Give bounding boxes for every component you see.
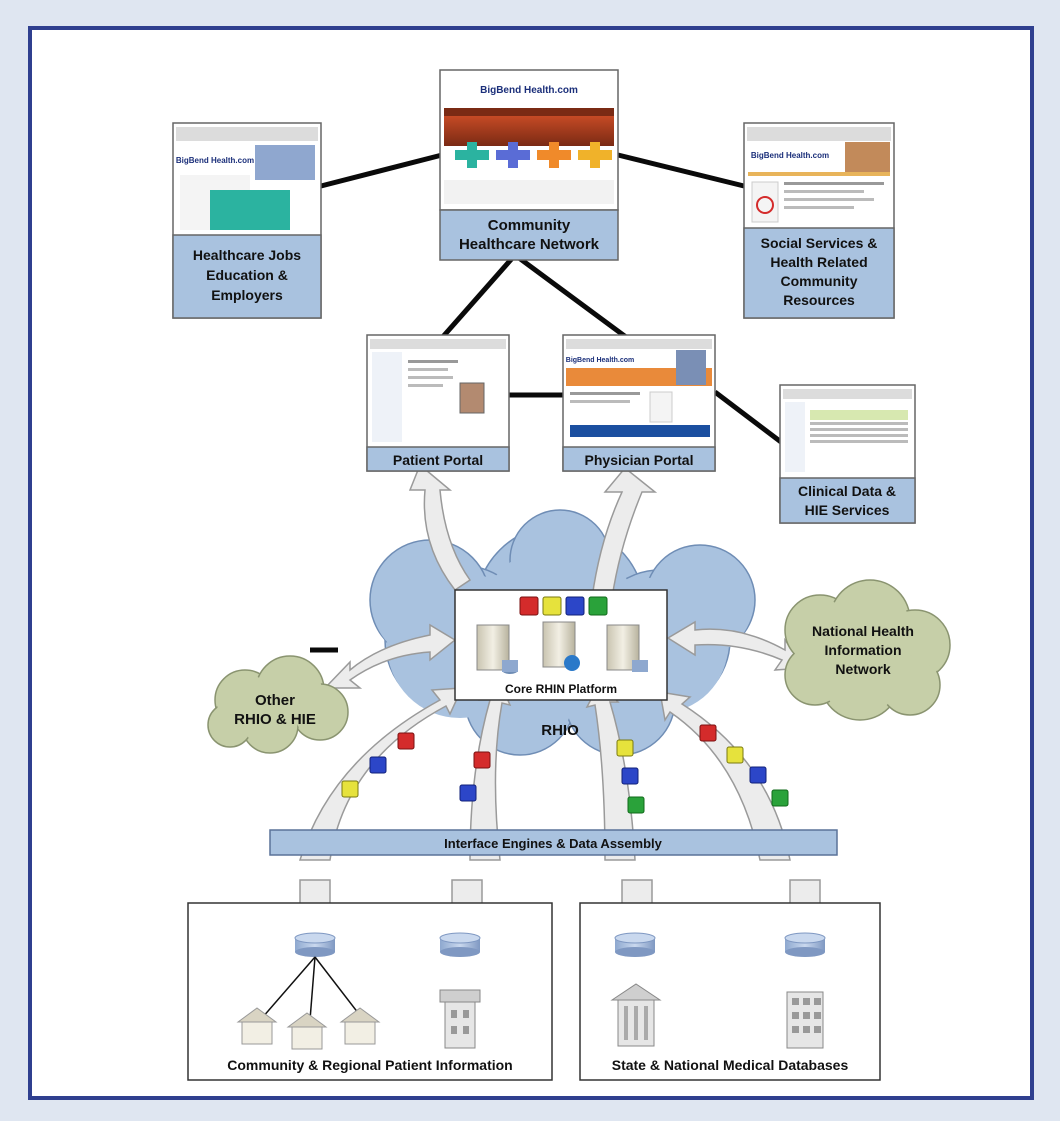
other-rhio-cloud: Other RHIO & HIE	[207, 655, 349, 754]
core-platform-label: Core RHIN Platform	[505, 682, 617, 696]
data-type-icons	[519, 596, 608, 616]
bottom-right-label: State & National Medical Databases	[612, 1057, 849, 1073]
billing-icon	[588, 596, 608, 616]
record-icon	[473, 751, 491, 769]
site-logo: BigBend Health.com	[751, 151, 829, 160]
site-logo: BigBend Health.com	[176, 156, 254, 165]
social-label-3: Community	[781, 273, 858, 289]
jobs-label-3: Employers	[211, 287, 283, 303]
jobs-label-2: Education &	[206, 267, 288, 283]
flow-data-icons	[341, 724, 789, 814]
clinical-label-1: Clinical Data &	[798, 483, 896, 499]
record-icon	[699, 724, 717, 742]
social-label-1: Social Services &	[761, 235, 878, 251]
site-logo: BigBend Health.com	[480, 85, 578, 96]
note-icon	[341, 780, 359, 798]
database-icon	[439, 932, 481, 957]
database-icon	[614, 932, 656, 957]
patient-portal-label: Patient Portal	[393, 452, 483, 468]
national-network-cloud: National Health Information Network	[784, 579, 951, 721]
patient-portal-node: Patient Portal	[366, 334, 510, 472]
government-building-icon	[610, 983, 662, 1047]
data-flow-arrows	[283, 463, 837, 934]
jobs-label-1: Healthcare Jobs	[193, 247, 301, 263]
social-label-2: Health Related	[770, 254, 867, 270]
site-logo: BigBend Health.com	[566, 357, 634, 364]
interface-engines-bar: Interface Engines & Data Assembly	[269, 829, 838, 856]
note-icon	[542, 596, 562, 616]
stethoscope-icon	[459, 784, 477, 802]
community-network-label-2: Healthcare Network	[459, 236, 600, 253]
hospital-icon	[439, 989, 481, 1049]
other-rhio-line1: Other	[255, 692, 295, 709]
community-regional-panel: Community & Regional Patient Information	[187, 902, 553, 1081]
record-icon	[519, 596, 539, 616]
clinical-data-node: Clinical Data & HIE Services	[779, 384, 916, 524]
other-rhio-line2: RHIO & HIE	[234, 711, 316, 728]
national-line3: Network	[835, 661, 890, 677]
record-icon	[397, 732, 415, 750]
social-label-4: Resources	[783, 292, 855, 308]
state-national-panel: State & National Medical Databases	[579, 902, 881, 1081]
connector-lines	[310, 152, 787, 653]
community-network-node: BigBend Health.com Community Healthcare …	[439, 69, 619, 261]
community-network-label-1: Community	[488, 217, 571, 234]
server-icon	[542, 621, 580, 671]
interface-bar-label: Interface Engines & Data Assembly	[444, 836, 662, 851]
stethoscope-icon	[749, 766, 767, 784]
stethoscope-icon	[369, 756, 387, 774]
stethoscope-icon	[565, 596, 585, 616]
clinic-icon	[236, 1007, 278, 1045]
server-icon	[606, 624, 648, 672]
physician-portal-label: Physician Portal	[585, 452, 694, 468]
billing-icon	[627, 796, 645, 814]
national-line2: Information	[825, 642, 902, 658]
note-icon	[616, 739, 634, 757]
bottom-left-label: Community & Regional Patient Information	[227, 1057, 512, 1073]
healthcare-jobs-node: BigBend Health.com Healthcare Jobs Educa…	[172, 122, 322, 319]
clinical-label-2: HIE Services	[805, 502, 890, 518]
rhio-label: RHIO	[541, 722, 579, 739]
national-line1: National Health	[812, 623, 914, 639]
site-cross-icons	[455, 142, 612, 168]
social-services-node: BigBend Health.com Social Services & Hea…	[743, 122, 895, 319]
server-icon	[476, 624, 518, 674]
clinic-icon	[286, 1012, 328, 1050]
note-icon	[726, 746, 744, 764]
core-rhin-platform: Core RHIN Platform	[454, 589, 668, 701]
physician-portal-node: BigBend Health.com Physician Portal	[562, 334, 716, 472]
stethoscope-icon	[621, 767, 639, 785]
billing-icon	[771, 789, 789, 807]
clinic-icon	[339, 1007, 381, 1045]
flow-arrow-1	[298, 687, 464, 861]
database-icon	[784, 932, 826, 957]
office-building-icon	[786, 991, 824, 1049]
database-icon	[294, 932, 336, 957]
